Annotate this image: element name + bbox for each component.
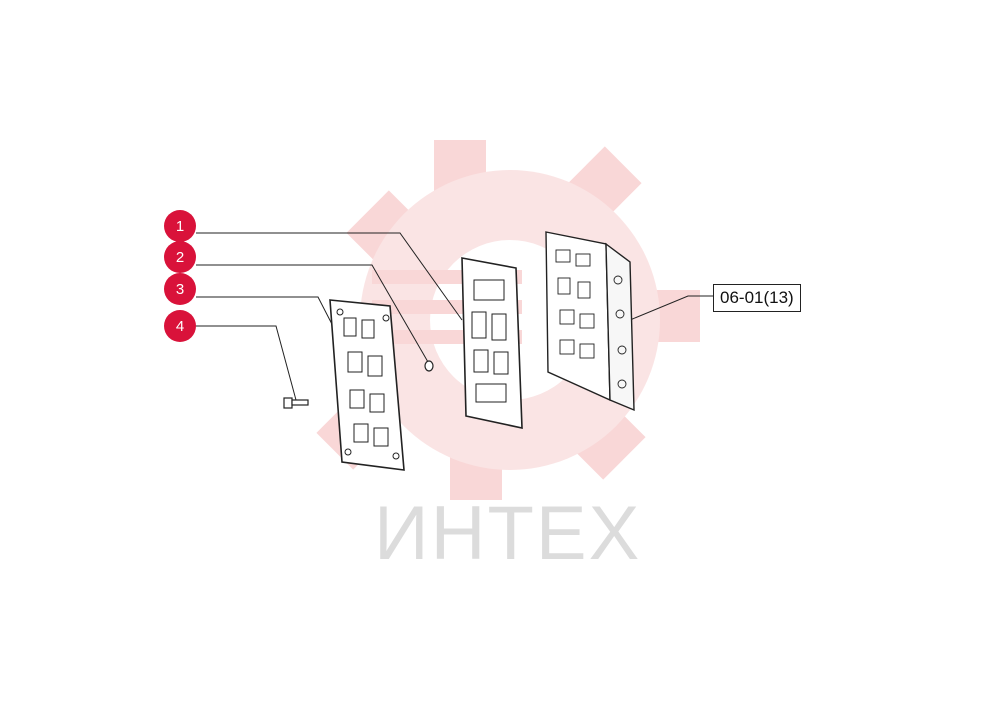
- callout-4[interactable]: 4: [164, 310, 196, 342]
- o-ring-part[interactable]: [424, 360, 434, 372]
- bolt-part[interactable]: [283, 397, 309, 409]
- valve-body-part[interactable]: [545, 231, 635, 412]
- callout-1[interactable]: 1: [164, 210, 196, 242]
- separator-plate-part[interactable]: [329, 299, 405, 471]
- gasket-part[interactable]: [461, 257, 523, 429]
- watermark-text: ИНТЕХ: [374, 491, 642, 576]
- leader-lines: [196, 232, 713, 401]
- reference-label[interactable]: 06-01(13): [713, 284, 801, 312]
- callout-3[interactable]: 3: [164, 273, 196, 305]
- callout-2[interactable]: 2: [164, 241, 196, 273]
